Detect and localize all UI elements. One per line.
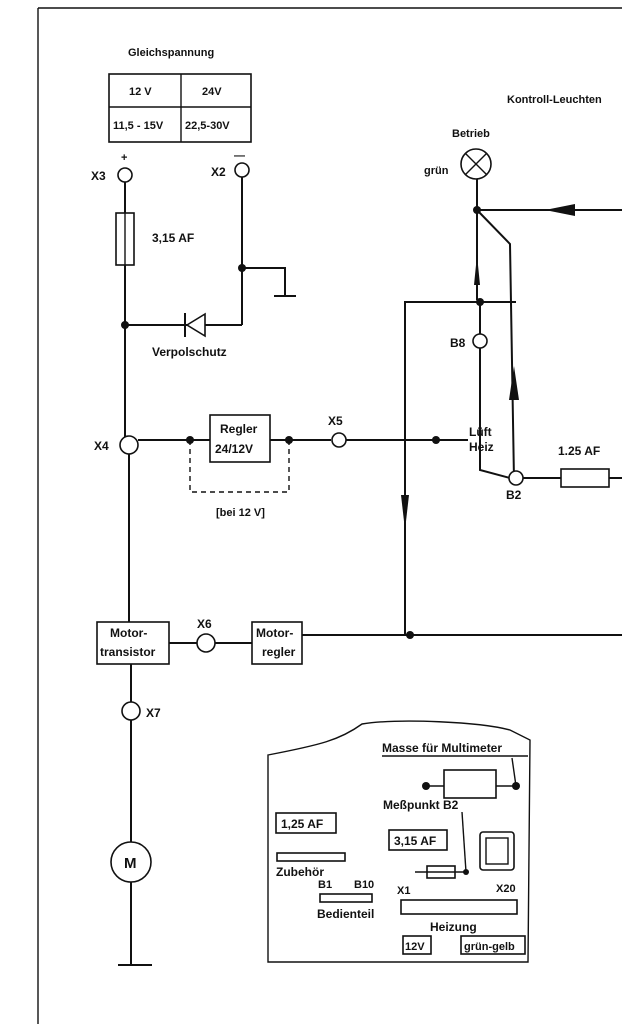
x20-label: X20: [496, 883, 516, 895]
voltage-range-24v: 22,5-30V: [185, 120, 230, 132]
inset-outline: [267, 720, 531, 963]
zubehoer-connector: [276, 852, 346, 862]
voltage-range-12v: 11,5 - 15V: [113, 120, 164, 132]
fuse-main-label: 3,15 AF: [152, 231, 194, 245]
lamp-icon: [460, 148, 492, 180]
motorregler-line1: Motor-: [256, 626, 293, 640]
terminal-x6-label: X6: [197, 617, 212, 631]
regler-box: [209, 414, 271, 463]
voltage-header-12v: 12 V: [129, 86, 152, 98]
node-diode: [121, 321, 129, 329]
inset-fuse1-box: [275, 812, 337, 834]
title: Gleichspannung: [128, 47, 214, 59]
arrow-in-icon: [545, 204, 575, 216]
wire-lamp-diag: [476, 209, 515, 481]
masse-label: Masse für Multimeter: [382, 741, 502, 755]
wire-b8-b2: [479, 348, 511, 479]
inset-fuse2-label: 3,15 AF: [394, 834, 436, 848]
betrieb-label: Betrieb: [452, 128, 490, 140]
regler-line2: 24/12V: [215, 442, 253, 456]
inset-fuse2-box: [388, 829, 448, 851]
verpolschutz-label: Verpolschutz: [152, 345, 227, 359]
terminal-x7-label: X7: [146, 706, 161, 720]
terminal-x2-label: X2: [211, 165, 226, 179]
bedienteil-label: Bedienteil: [317, 907, 374, 921]
messpunkt-wire: [461, 811, 467, 873]
arrow-diag-icon: [509, 366, 519, 400]
regler-line1: Regler: [220, 422, 258, 436]
terminal-x7: [121, 701, 141, 721]
heiz-label: Heiz: [469, 440, 494, 454]
v12-label: 12V: [405, 941, 425, 953]
terminal-x4-label: X4: [94, 439, 109, 453]
bypass-dashed: [189, 440, 290, 493]
node-lueft: [432, 436, 440, 444]
messpunkt-label: Meßpunkt B2: [383, 798, 459, 812]
x1-label: X1: [397, 885, 410, 897]
terminal-x3-label: X3: [91, 169, 106, 183]
gruengelb-label: grün-gelb: [464, 941, 515, 953]
masse-lead: [511, 757, 517, 787]
bedienteil-connector: [319, 893, 373, 903]
gruen-label: grün: [424, 165, 449, 177]
v12-box: [402, 935, 432, 955]
bei12v-label: [bei 12 V]: [216, 507, 265, 519]
inset-relay-inner: [485, 837, 509, 865]
terminal-x2: [234, 162, 250, 178]
voltage-header-24v: 24V: [202, 86, 222, 98]
wire-ground: [242, 267, 286, 296]
terminal-b8-label: B8: [450, 336, 466, 350]
terminal-b8: [472, 333, 488, 349]
motortransistor-line1: Motor-: [110, 626, 147, 640]
fuse-right-label: 1.25 AF: [558, 444, 600, 458]
terminal-b2: [508, 470, 524, 486]
masse-resistor: [443, 769, 497, 799]
fuse-right: [560, 468, 610, 488]
gruengelb-box: [460, 935, 526, 955]
minus-label: —: [234, 150, 245, 162]
arrow-down-icon: [401, 495, 409, 530]
terminal-x5-label: X5: [328, 414, 343, 428]
motortransistor-line2: transistor: [100, 645, 156, 659]
motorregler-box: [251, 621, 303, 665]
kontroll-label: Kontroll-Leuchten: [507, 94, 602, 106]
heizung-connector: [400, 899, 518, 915]
zubehoer-label: Zubehör: [276, 865, 324, 879]
terminal-x5: [331, 432, 347, 448]
inset-fuse1-label: 1,25 AF: [281, 817, 323, 831]
voltage-table: 12 V 24V 11,5 - 15V 22,5-30V: [108, 73, 252, 143]
motor-label: M: [124, 855, 137, 872]
node-motor-bus: [406, 631, 414, 639]
terminal-x4: [119, 435, 139, 455]
plus-label: +: [121, 152, 127, 164]
inset-relay: [479, 831, 515, 871]
terminal-b2-label: B2: [506, 488, 522, 502]
b10-label: B10: [354, 879, 374, 891]
inset-board: Masse für Multimeter Meßpunkt B2 1,25 AF…: [267, 720, 531, 963]
motorregler-line2: regler: [262, 645, 296, 659]
arrow-up-icon: [474, 255, 480, 285]
terminal-x6: [196, 633, 216, 653]
b1-label: B1: [318, 879, 332, 891]
diode-icon: [184, 312, 206, 338]
heizung-label: Heizung: [430, 920, 477, 934]
terminal-x3: [117, 167, 133, 183]
wire-b8-branch: [404, 301, 516, 635]
